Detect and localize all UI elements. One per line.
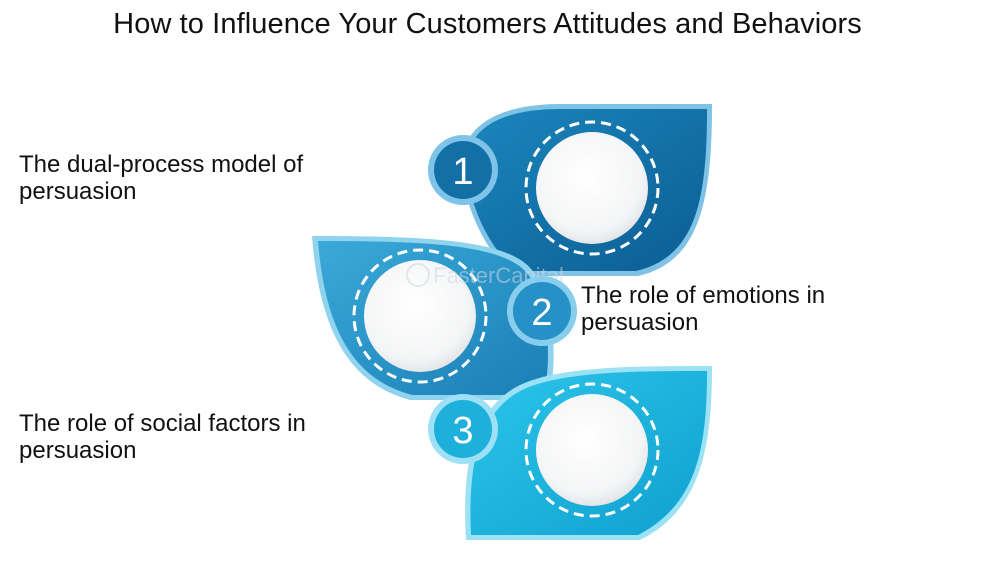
- step-label-1-line-1: The dual-process model of: [19, 151, 304, 178]
- badge-1: 1: [428, 135, 498, 205]
- leaf-3: [465, 366, 712, 540]
- step-label-1-line-2: persuasion: [19, 178, 137, 205]
- diagram-title: How to Influence Your Customers Attitude…: [113, 8, 862, 40]
- step-label-2-line-2: persuasion: [581, 309, 699, 336]
- step-label-3-line-1: The role of social factors in: [19, 410, 306, 437]
- leaf-1: [462, 104, 712, 276]
- step-label-3-line-2: persuasion: [19, 437, 137, 464]
- badge-3: 3: [428, 394, 498, 464]
- step-label-3: The role of social factors in persuasion: [19, 410, 306, 464]
- badge-2: 2: [507, 276, 577, 346]
- step-number-3: 3: [452, 410, 473, 452]
- step-number-1: 1: [452, 151, 473, 193]
- step-label-1: The dual-process model of persuasion: [19, 151, 303, 205]
- step-label-2-line-1: The role of emotions in: [581, 282, 826, 309]
- step-number-2: 2: [531, 292, 552, 334]
- step-label-2: The role of emotions in persuasion: [581, 282, 825, 336]
- leaf-2: [312, 236, 554, 400]
